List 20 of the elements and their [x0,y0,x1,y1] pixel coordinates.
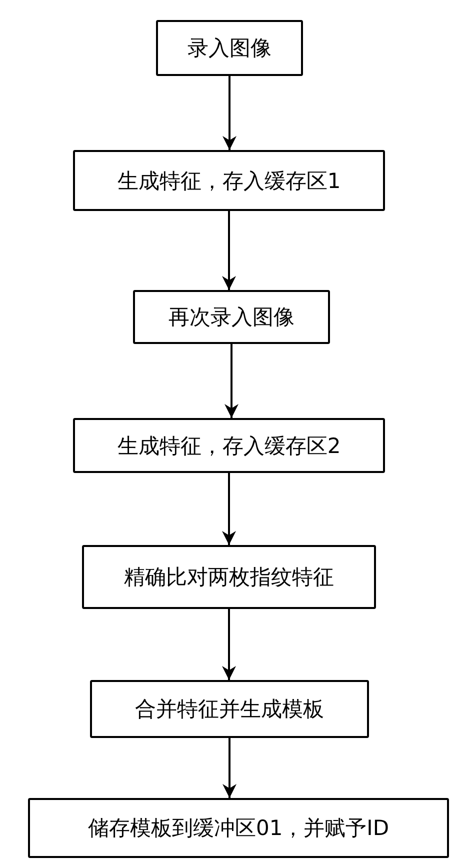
step-text: 合并特征并生成模板 [135,696,324,723]
process-box [73,150,385,211]
arrow [222,473,236,545]
step-text: 精确比对两枚指纹特征 [124,564,334,591]
process-box [133,290,330,344]
arrow [222,211,236,290]
arrow [224,344,238,418]
step-text: 生成特征，存入缓存区1 [117,168,341,194]
step-text: 生成特征，存入缓存区2 [117,432,341,460]
step-text: 储存模板到缓冲区01，并赋予ID [88,815,390,842]
arrow [222,76,236,150]
process-box [156,20,303,76]
process-box [28,798,449,858]
step-text: 再次录入图像 [168,304,294,331]
step-text: 录入图像 [188,35,272,62]
process-box [73,418,385,473]
arrow [222,609,236,680]
process-box [82,545,376,609]
process-box [90,680,369,738]
arrow [222,738,236,798]
